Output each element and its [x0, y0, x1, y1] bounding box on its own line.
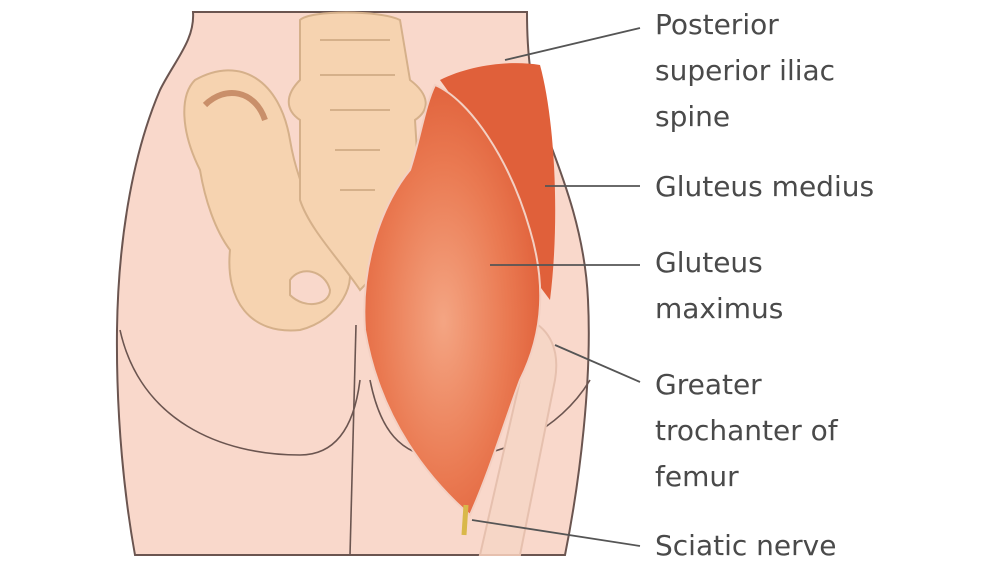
label-line: trochanter of [655, 414, 838, 447]
label-line: maximus [655, 292, 784, 325]
label-greater-trochanter: Greater trochanter of femur [655, 362, 838, 500]
label-posterior-superior-iliac-spine: Posterior superior iliac spine [655, 2, 835, 140]
label-line: Gluteus [655, 246, 763, 279]
leader-greater-trochanter [554, 344, 641, 383]
gluteal-cleft [349, 324, 357, 556]
label-line: Greater [655, 368, 762, 401]
buttock-crease-left [119, 329, 361, 456]
leader-sciatic-nerve [471, 519, 641, 547]
sciatic-nerve [461, 504, 469, 536]
label-line: femur [655, 460, 739, 493]
leader-lines [471, 27, 641, 547]
label-sciatic-nerve: Sciatic nerve [655, 523, 836, 569]
label-line: Sciatic nerve [655, 529, 837, 562]
label-gluteus-maximus: Gluteus maximus [655, 240, 783, 332]
label-gluteus-medius: Gluteus medius [655, 164, 874, 210]
leader-psis [504, 27, 641, 61]
label-line: superior iliac [655, 54, 836, 87]
label-line: Posterior [655, 8, 779, 41]
label-line: Gluteus medius [655, 170, 875, 203]
label-line: spine [655, 100, 731, 133]
gluteus-maximus-muscle [363, 83, 542, 517]
